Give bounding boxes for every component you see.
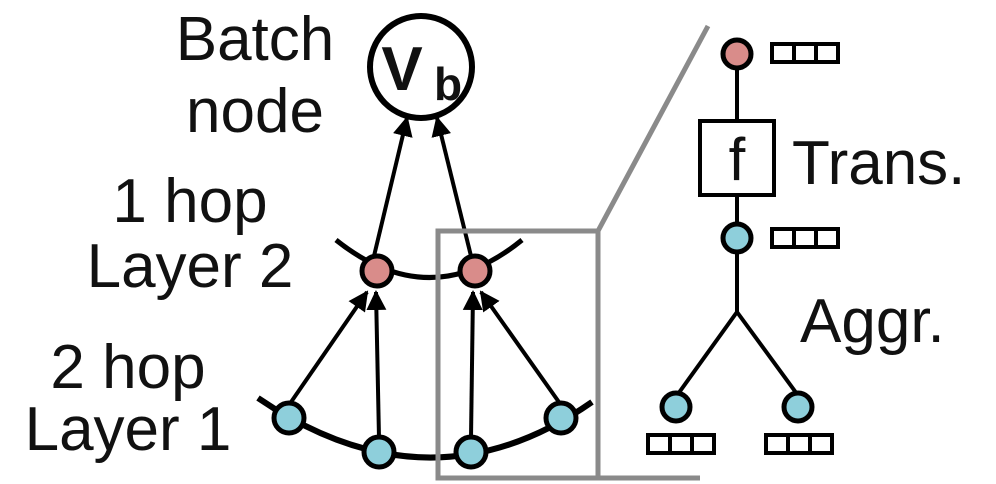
layer1-node [361, 434, 397, 470]
batch-node-symbol: V [381, 35, 422, 104]
batch-node-subscript: b [434, 58, 462, 110]
layer1-node [543, 400, 579, 436]
edge-l2b-to-batch [431, 116, 473, 257]
detail-input-node [781, 390, 815, 424]
feature-vector-icon [764, 433, 834, 455]
batch-node-label-line2: node [186, 77, 324, 146]
hop1-label-line1: 1 hop [112, 167, 267, 236]
detail-output-node [720, 37, 754, 71]
detail-edge-right-branch [735, 310, 799, 396]
hop2-label-line2: Layer 1 [25, 395, 232, 464]
feature-vector-icon [770, 42, 840, 64]
layer1-arc [256, 395, 594, 461]
detail-edge-left-branch [676, 310, 739, 396]
layer1-node [453, 434, 489, 470]
edge-l2a-to-batch [372, 116, 413, 257]
batch-node [367, 13, 475, 121]
layer1-node [271, 400, 307, 436]
zoom-connector-top [595, 24, 711, 233]
aggregate-label: Aggr. [800, 287, 945, 356]
layer2-arc [334, 238, 524, 280]
feature-vector-icon [646, 433, 716, 455]
hop2-label-line1: 2 hop [50, 333, 205, 402]
edge-l1a-to-l2a [287, 290, 369, 407]
transform-box-label: f [729, 126, 746, 193]
transform-label: Trans. [792, 129, 965, 198]
layer2-node [457, 253, 493, 289]
detail-aggregated-node [720, 221, 754, 255]
edge-l1b-to-l2a [366, 290, 387, 439]
feature-vector-icon [770, 227, 840, 249]
batch-node-label-line1: Batch [176, 5, 335, 74]
edge-l1d-to-l2b [479, 290, 563, 407]
edge-l1c-to-l2b [462, 290, 483, 439]
zoom-frame [435, 228, 601, 481]
hop1-label-line2: Layer 2 [87, 232, 294, 301]
layer2-node [359, 253, 395, 289]
transform-box [698, 119, 776, 197]
detail-input-node [659, 390, 693, 424]
